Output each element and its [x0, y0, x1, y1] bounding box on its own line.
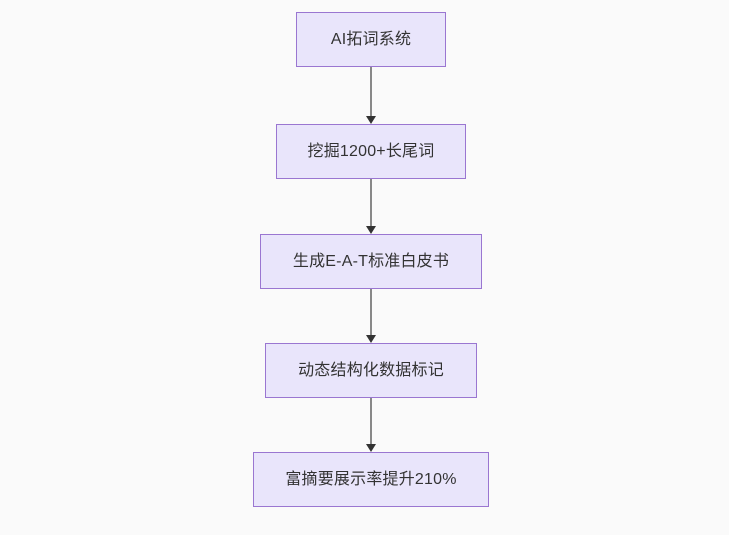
edge-line [370, 398, 372, 444]
flow-node-label: 动态结构化数据标记 [298, 361, 444, 379]
edge-line [370, 289, 372, 335]
edge-line [370, 179, 372, 226]
edge-line [370, 67, 372, 116]
flow-node-label: AI拓词系统 [330, 30, 412, 48]
flow-node-label: 生成E-A-T标准白皮书 [292, 252, 450, 270]
flow-edge-3 [365, 289, 377, 343]
flow-edge-4 [365, 398, 377, 452]
flow-node-rich-snippet-impression-lift[interactable]: 富摘要展示率提升210% [253, 452, 489, 507]
arrowhead-icon [366, 226, 376, 234]
flow-node-mine-longtail-keywords[interactable]: 挖掘1200+长尾词 [276, 124, 466, 179]
flow-node-label: 富摘要展示率提升210% [285, 470, 457, 488]
flow-edge-2 [365, 179, 377, 234]
arrowhead-icon [366, 116, 376, 124]
flow-node-generate-eat-whitepaper[interactable]: 生成E-A-T标准白皮书 [260, 234, 482, 289]
arrowhead-icon [366, 444, 376, 452]
flow-node-label: 挖掘1200+长尾词 [307, 142, 435, 160]
flow-edge-1 [365, 67, 377, 124]
arrowhead-icon [366, 335, 376, 343]
flow-node-ai-keyword-system[interactable]: AI拓词系统 [296, 12, 446, 67]
flow-node-dynamic-structured-data-markup[interactable]: 动态结构化数据标记 [265, 343, 477, 398]
